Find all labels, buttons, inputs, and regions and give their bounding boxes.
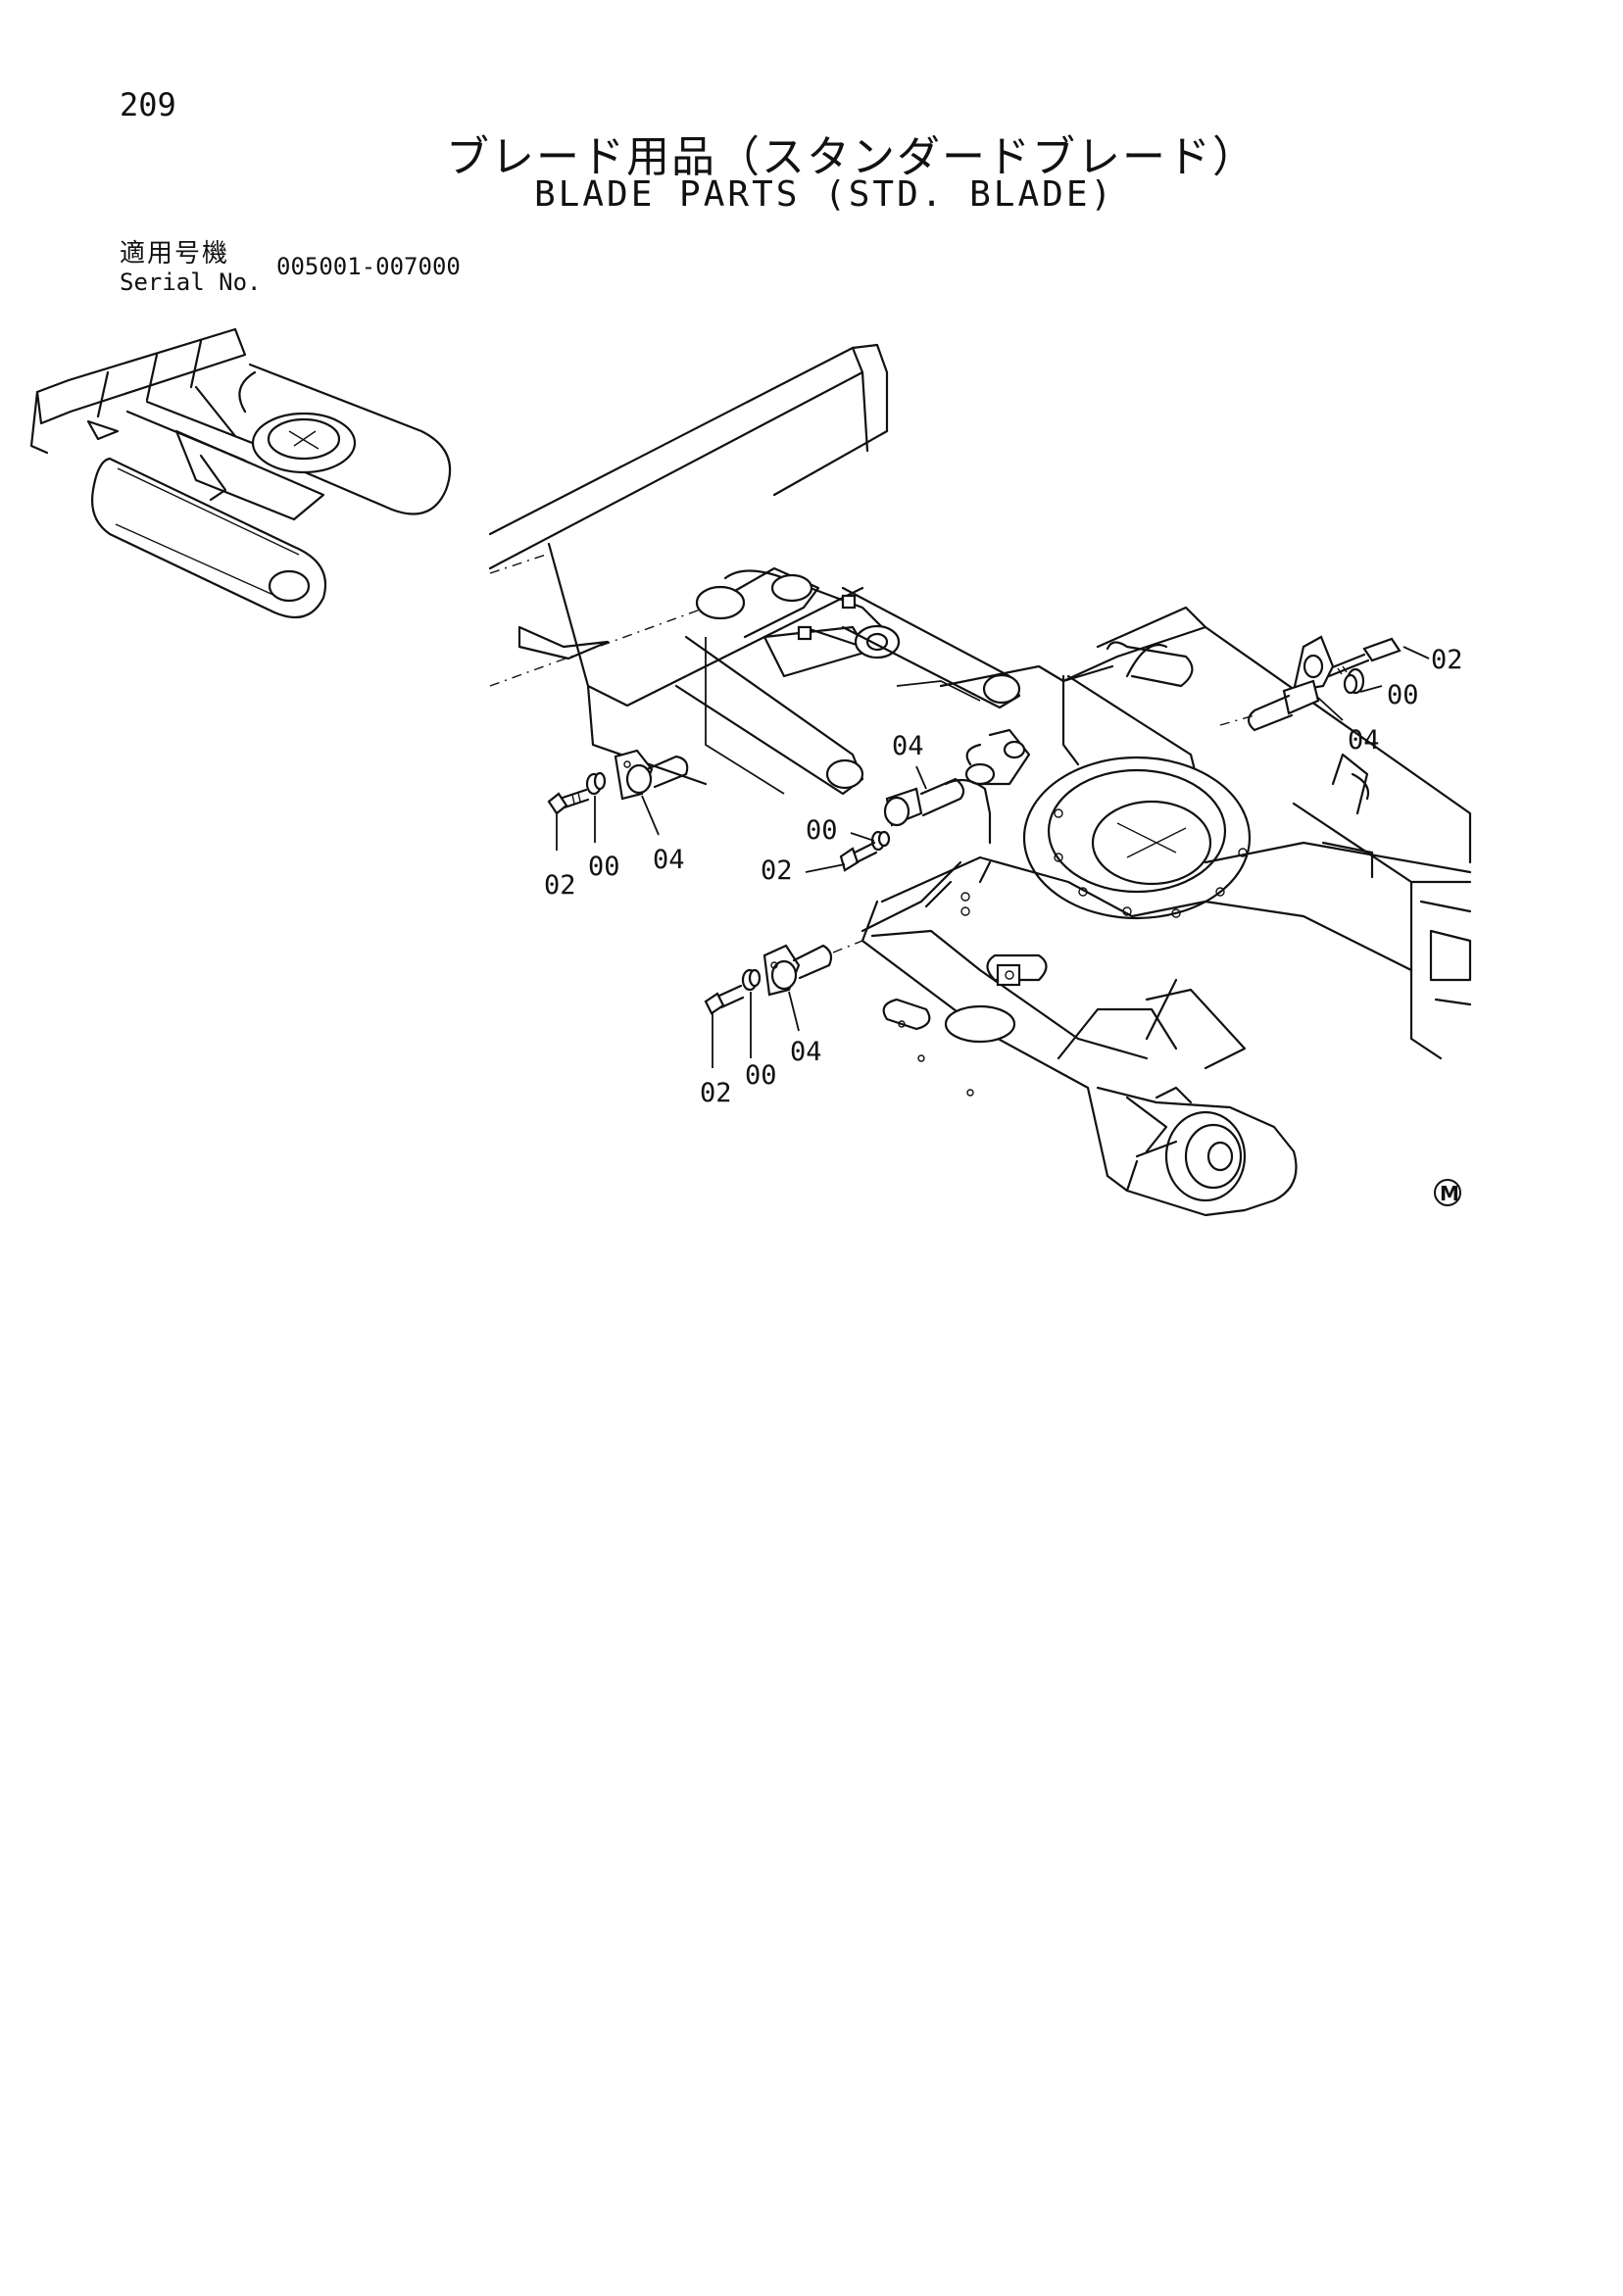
serial-label-japanese: 適用号機: [120, 239, 230, 269]
undercarriage-frame: [861, 606, 1472, 1217]
serial-label-english: Serial No.: [120, 269, 262, 296]
callout-center-bolt: 02: [761, 855, 793, 886]
callout-right-pin: 04: [1348, 725, 1380, 756]
callout-center-pin: 04: [892, 731, 924, 761]
callout-right-washer: 00: [1387, 680, 1419, 710]
circled-m-mark: M: [1434, 1179, 1461, 1206]
page-number: 209: [120, 86, 176, 123]
page-title-english: BLADE PARTS (STD. BLADE): [534, 174, 1115, 215]
callout-bottom-pin: 04: [790, 1037, 822, 1067]
right-pin-group: [1219, 635, 1430, 732]
callout-left-pin: 04: [653, 845, 685, 875]
blade-arm-assembly: [488, 343, 1021, 796]
page-title-japanese: ブレード用品（スタンダードブレード）: [446, 132, 1257, 182]
serial-range: 005001-007000: [276, 253, 461, 280]
callout-left-washer: 00: [588, 852, 620, 882]
callout-bottom-bolt: 02: [700, 1078, 732, 1108]
blade-parts-exploded-diagram: 02 00 04 04 00 02 02 00 04 04 02 00 M: [29, 327, 1472, 1217]
callout-right-bolt: 02: [1431, 645, 1463, 675]
mark-letter: M: [1440, 1182, 1459, 1205]
callout-center-washer: 00: [806, 815, 838, 846]
callout-left-bolt: 02: [544, 870, 576, 901]
bottom-pin-group: [704, 940, 863, 1068]
left-pin-group: [547, 749, 689, 851]
callout-bottom-washer: 00: [745, 1060, 777, 1091]
machine-overview-thumbnail: [29, 327, 452, 619]
center-pin-group: [805, 765, 965, 873]
